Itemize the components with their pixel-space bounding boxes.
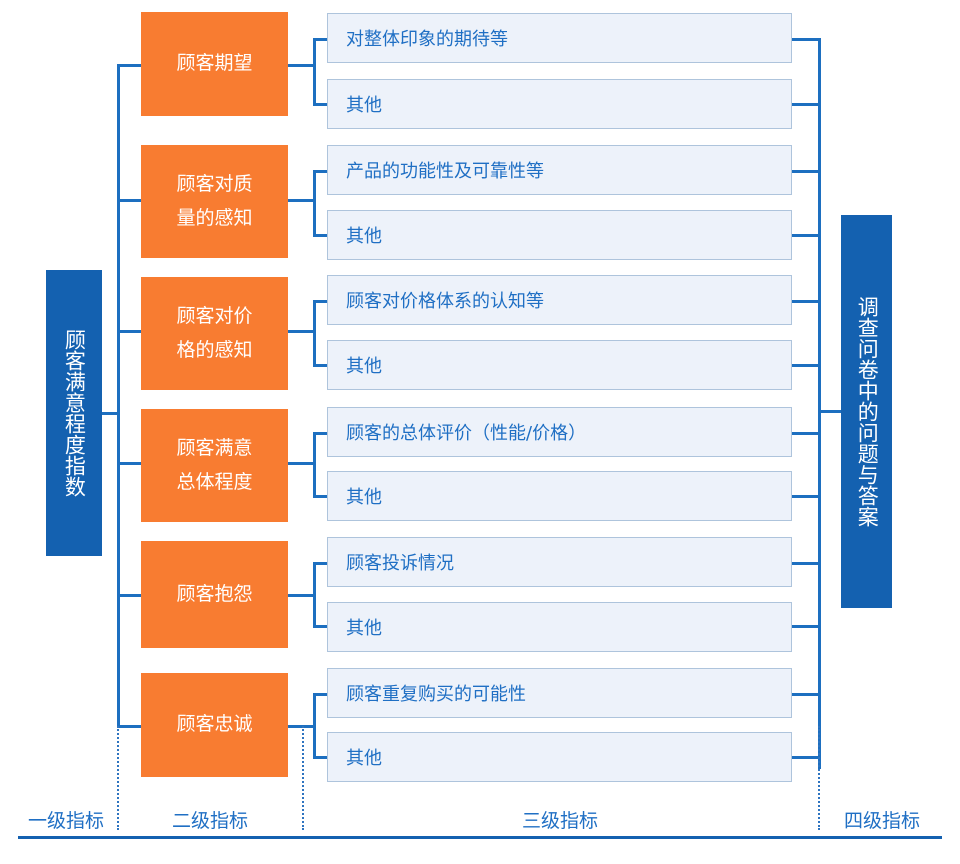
connector-l3-6-to-l4 [792,364,821,367]
level3-node-5: 顾客对价格体系的认知等 [327,275,792,325]
level3-node-6-label: 其他 [346,356,382,377]
level2-node-2: 顾客对质 量的感知 [141,145,288,258]
connector-l4-stub [818,410,844,413]
connector-l2-3-stub [288,330,316,333]
connector-l2-5-bracket [313,562,316,628]
connector-l2-6-bracket [313,693,316,759]
connector-l1-branch-1 [117,64,142,67]
connector-l3-5-to-l4 [792,300,821,303]
connector-l1-branch-2 [117,199,142,202]
connector-l2-2-bracket [313,170,316,236]
connector-l2-2-stub [288,199,316,202]
level3-node-8: 其他 [327,471,792,521]
level3-node-3-label: 产品的功能性及可靠性等 [346,161,544,182]
connector-l2-4-bracket [313,432,316,498]
level1-node-customer-satisfaction-index: 顾客满意程度指数 [46,270,102,556]
axis-label-4: 四级指标 [843,810,920,832]
connector-l2-3-to-l3-a [313,300,329,303]
connector-l3-1-to-l4 [792,38,821,41]
level3-node-4: 其他 [327,210,792,260]
level2-node-5: 顾客抱怨 [141,541,288,648]
level4-node-survey-questions-answers: 调查问卷中的问题与答案 [841,215,892,608]
level3-node-8-label: 其他 [346,487,382,508]
connector-l3-9-to-l4 [792,562,821,565]
connector-l1-branch-6 [117,725,142,728]
level2-node-6: 顾客忠诚 [141,673,288,777]
level3-node-12: 其他 [327,732,792,782]
level3-node-1: 对整体印象的期待等 [327,13,792,63]
level2-node-5-label: 顾客抱怨 [176,582,253,605]
axis-label-3: 三级指标 [521,810,598,832]
connector-l2-5-stub [288,594,316,597]
connector-l3-8-to-l4 [792,495,821,498]
connector-l2-1-stub [288,64,316,67]
level2-node-6-label: 顾客忠诚 [176,713,253,736]
connector-l2-3-to-l3-b [313,364,329,367]
connector-l2-6-to-l3-b [313,756,329,759]
level3-node-2-label: 其他 [346,95,382,116]
level3-node-11-label: 顾客重复购买的可能性 [346,684,526,705]
level3-node-9-label: 顾客投诉情况 [346,553,454,574]
level3-node-10-label: 其他 [346,618,382,639]
connector-l2-4-stub [288,462,316,465]
connector-l2-1-bracket [313,38,316,106]
connector-l4-trunk [818,38,821,769]
connector-l3-11-to-l4 [792,693,821,696]
level3-node-4-label: 其他 [346,226,382,247]
level1-node-label: 顾客满意程度指数 [62,329,87,497]
level3-node-7-label: 顾客的总体评价（性能/价格） [346,423,587,444]
level3-node-1-label: 对整体印象的期待等 [346,29,508,50]
level2-node-3: 顾客对价 格的感知 [141,277,288,390]
connector-l2-5-to-l3-b [313,625,329,628]
level3-node-9: 顾客投诉情况 [327,537,792,587]
connector-l2-1-to-l3-b [313,103,329,106]
level3-node-5-label: 顾客对价格体系的认知等 [346,291,544,312]
connector-l2-5-to-l3-a [313,562,329,565]
connector-l2-2-to-l3-b [313,234,329,237]
level2-node-1: 顾客期望 [141,12,288,116]
level3-node-10: 其他 [327,602,792,652]
level3-node-12-label: 其他 [346,748,382,769]
connector-l1-trunk [117,64,120,726]
level2-node-4-label: 顾客满意 总体程度 [176,437,253,493]
level2-node-1-label: 顾客期望 [176,52,253,75]
level3-node-3: 产品的功能性及可靠性等 [327,145,792,195]
connector-l2-1-to-l3-a [313,38,329,41]
column-divider-2 [302,726,304,830]
level2-node-2-label: 顾客对质 量的感知 [176,173,253,229]
connector-l2-6-to-l3-a [313,693,329,696]
connector-l2-3-bracket [313,300,316,366]
level4-node-label: 调查问卷中的问题与答案 [855,296,880,527]
axis-label-2: 二级指标 [171,810,248,832]
level2-node-4: 顾客满意 总体程度 [141,409,288,522]
connector-l1-stub [102,412,118,415]
axis-label-1: 一级指标 [27,810,104,832]
bottom-baseline [18,836,942,839]
connector-l2-4-to-l3-a [313,432,329,435]
level2-node-3-label: 顾客对价 格的感知 [176,305,253,361]
connector-l1-branch-3 [117,330,142,333]
connector-l3-2-to-l4 [792,103,821,106]
connector-l3-7-to-l4 [792,432,821,435]
level3-node-11: 顾客重复购买的可能性 [327,668,792,718]
column-divider-1 [117,726,119,830]
connector-l1-branch-5 [117,594,142,597]
level3-node-7: 顾客的总体评价（性能/价格） [327,407,792,457]
level3-node-6: 其他 [327,340,792,390]
column-divider-3 [818,726,820,830]
connector-l3-4-to-l4 [792,234,821,237]
connector-l2-4-to-l3-b [313,495,329,498]
connector-l3-12-to-l4 [792,756,821,759]
connector-l1-branch-4 [117,462,142,465]
connector-l3-3-to-l4 [792,170,821,173]
connector-l2-2-to-l3-a [313,170,329,173]
connector-l3-10-to-l4 [792,625,821,628]
level3-node-2: 其他 [327,79,792,129]
